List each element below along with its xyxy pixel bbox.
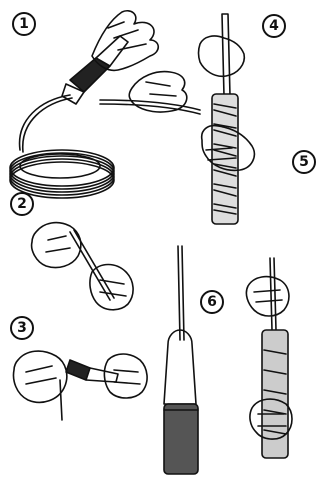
hand-top-step-4	[199, 36, 245, 76]
step-number-6: 6	[200, 290, 224, 314]
step-1-illustration	[10, 11, 200, 198]
step-5-illustration	[246, 258, 292, 458]
step-number-4: 4	[262, 14, 286, 38]
step-6-illustration	[164, 246, 198, 474]
hand-top-step-5	[246, 277, 289, 316]
step-number-2: 2	[10, 192, 34, 216]
step-number-1: 1	[12, 12, 36, 36]
crimper-step-3	[66, 360, 118, 382]
hand-left-step-3	[14, 351, 67, 402]
step-number-3: 3	[10, 316, 34, 340]
step-2-illustration	[32, 223, 133, 310]
hand-right-step-2	[90, 265, 133, 310]
step-number-5: 5	[292, 150, 316, 174]
step-3-illustration	[14, 351, 148, 420]
hand-left-step-2	[32, 223, 81, 268]
hand-right-step-3	[104, 354, 147, 398]
step-4-illustration	[199, 14, 255, 224]
